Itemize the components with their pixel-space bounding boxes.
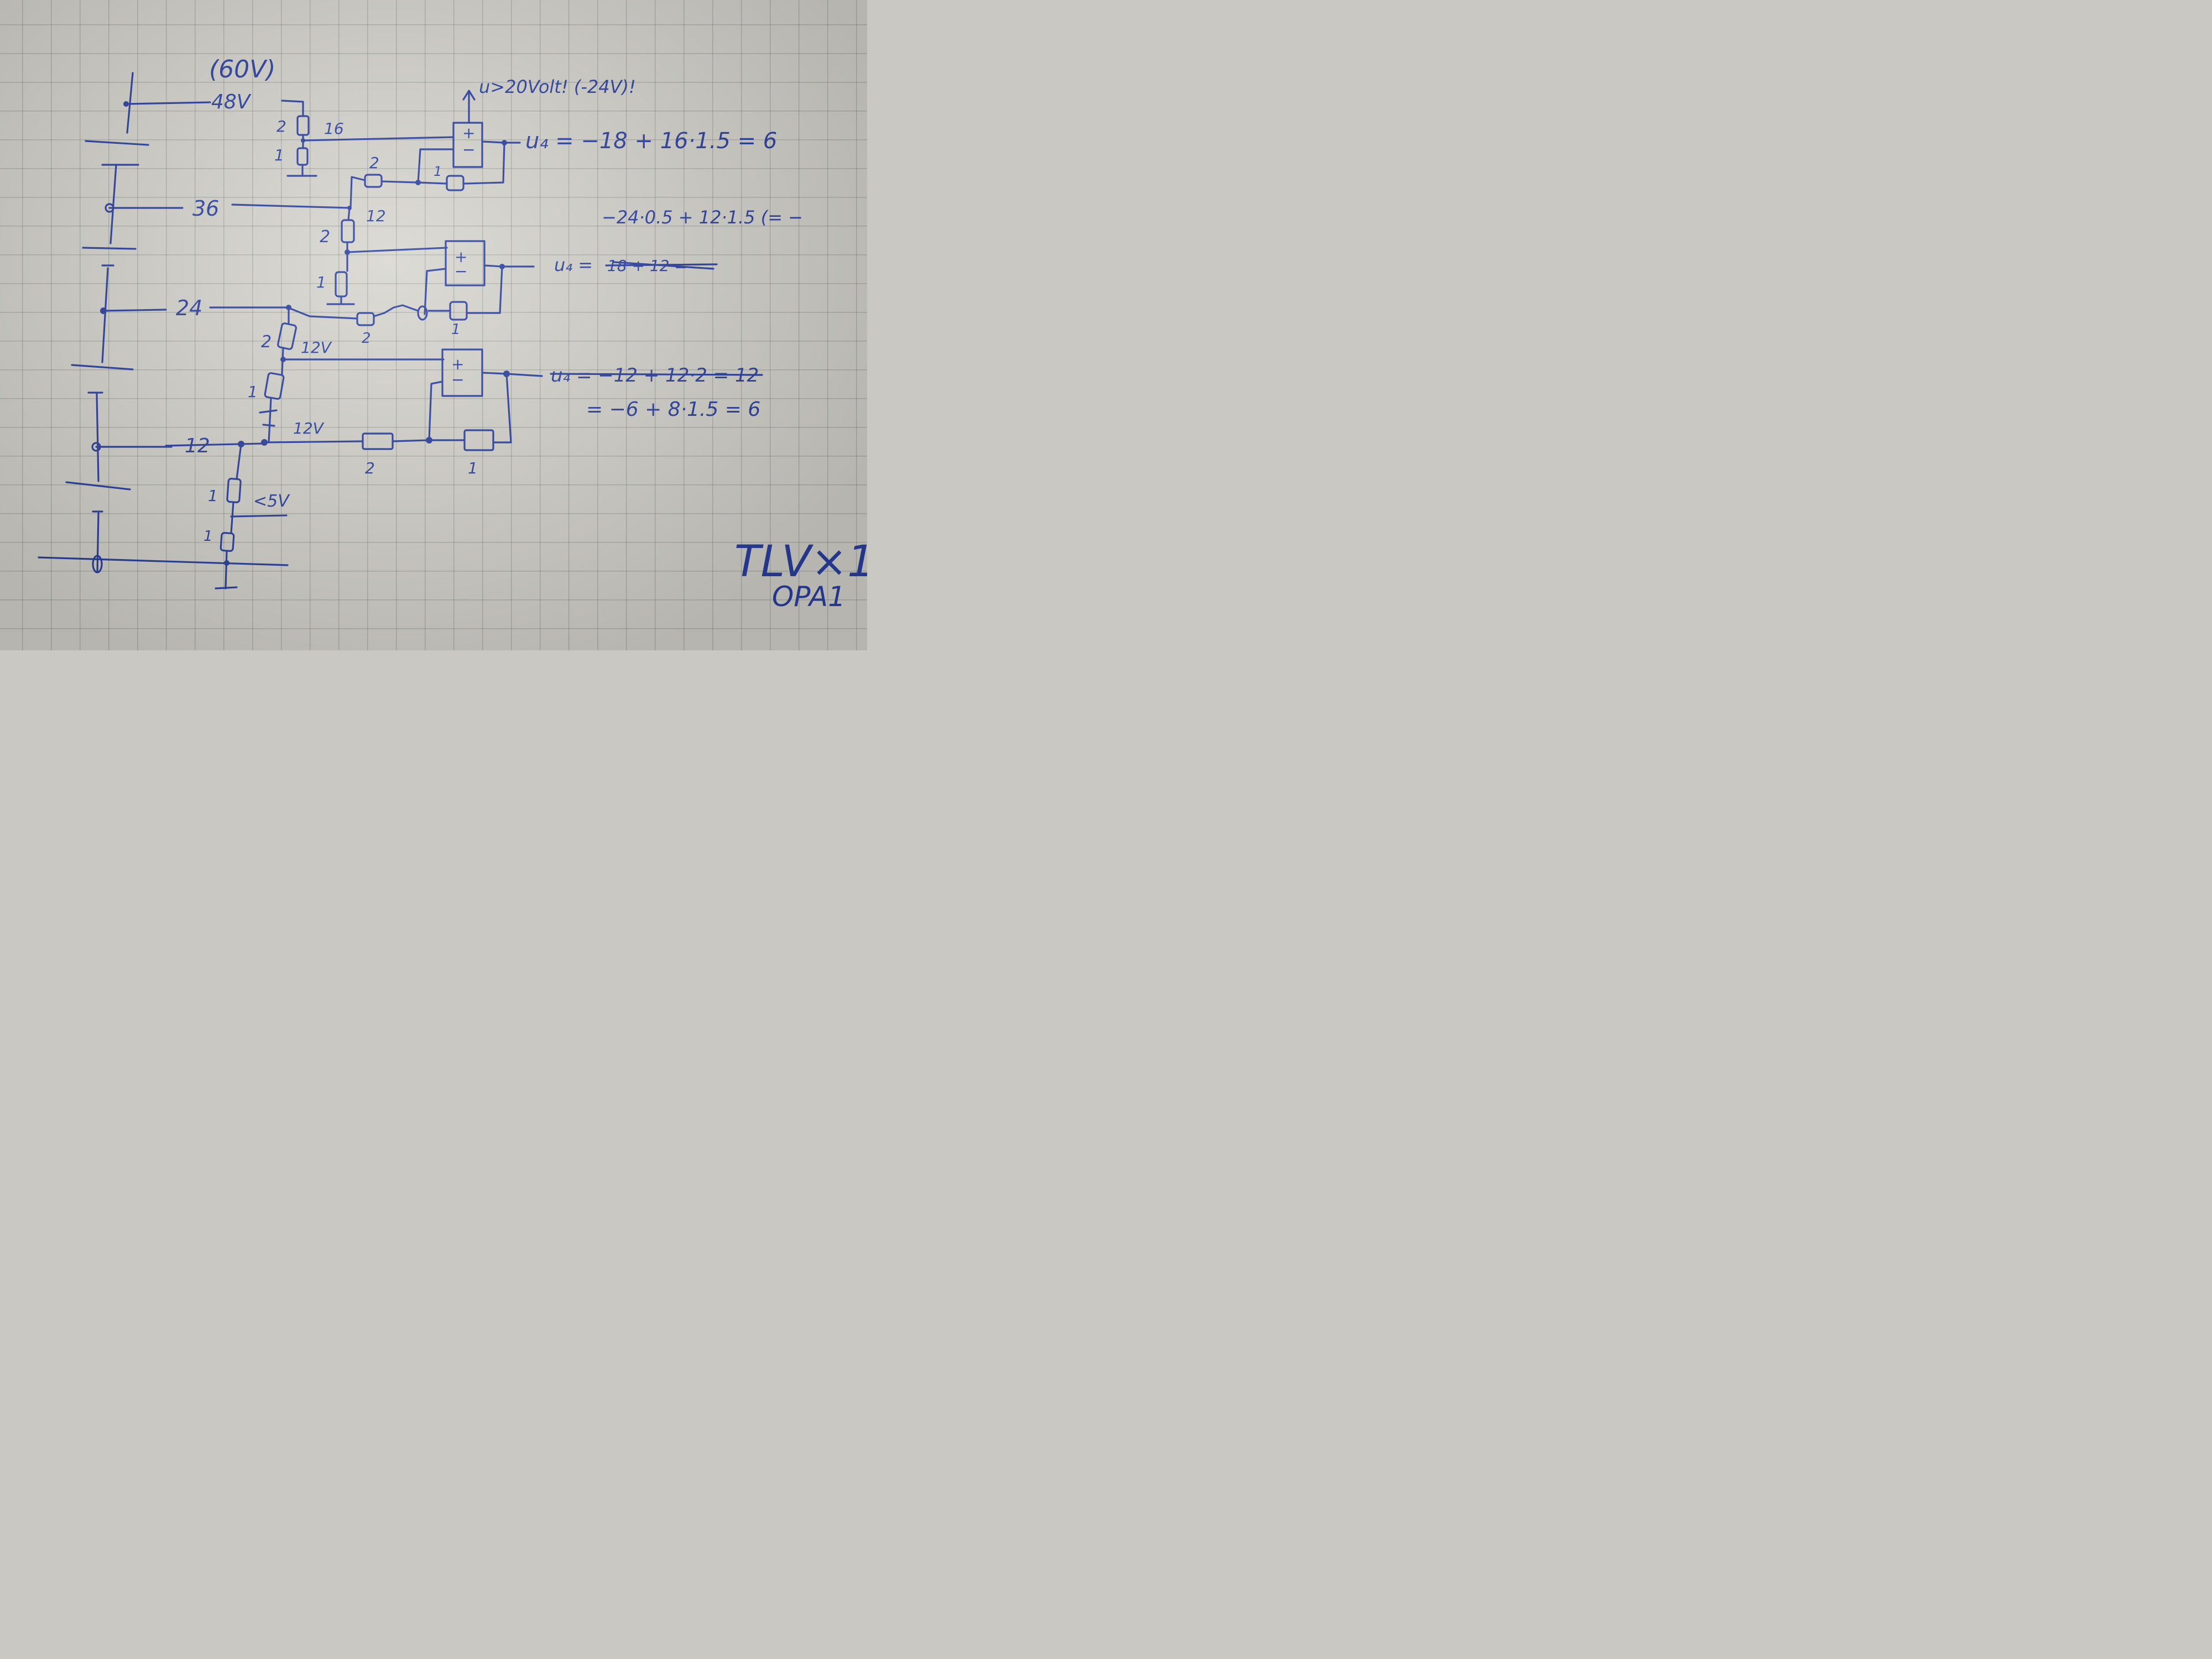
label-node-12: 12 (366, 207, 386, 225)
label-r-mid-1: 1 (316, 273, 326, 291)
resistor-fb-low-1 (463, 429, 494, 451)
label-arrow-note: u>20Volt! (-24V)! (479, 76, 636, 97)
resistor-top-1 (296, 147, 309, 166)
opamp-low-minus: − (451, 371, 464, 389)
note-part-2: OPA1 (772, 581, 846, 613)
resistor-fb-low-2 (362, 432, 394, 450)
label-r-top-1: 1 (274, 146, 284, 164)
resistor-bot-1b (220, 532, 235, 552)
resistor-top-2 (296, 115, 310, 136)
opamp-low-plus: + (451, 355, 464, 373)
label-node-12v-low: 12V (293, 419, 325, 437)
resistor-mid-1 (335, 271, 348, 298)
equation-2: −24·0.5 + 12·1.5 (= − (602, 207, 803, 228)
resistor-fb-mid-1 (449, 301, 468, 321)
resistor-bot-1a (226, 478, 242, 503)
equation-3-prefix: u₄ = (554, 254, 593, 275)
resistor-low-1 (264, 372, 285, 400)
note-part-1: TLV×1 (734, 537, 867, 587)
label-r-fb-mid-1: 1 (451, 321, 461, 338)
label-r-low-1: 1 (248, 383, 258, 401)
label-node-12v-mid: 12V (301, 338, 332, 357)
opamp-top (452, 122, 483, 168)
label-r-bot-1a: 1 (208, 487, 218, 505)
label-r-fb-low-2: 2 (365, 459, 375, 477)
label-12: 12 (185, 435, 210, 457)
battery-stack (38, 72, 289, 573)
label-r-bot-1b: 1 (204, 528, 213, 545)
label-r-top-2: 2 (276, 117, 286, 135)
resistor-fb-mid-2 (356, 312, 375, 326)
stage-top (231, 90, 521, 210)
circuit-sketch: (60V) 48V 36 24 12 2 1 16 2 1 + − 2 1 12… (38, 55, 867, 613)
opamp-mid-plus: + (455, 248, 467, 266)
label-r-fb-mid-2: 2 (362, 330, 371, 347)
label-r-fb-top-1: 1 (434, 164, 442, 179)
opamp-top-minus: − (462, 140, 475, 159)
resistor-fb-top-1 (446, 175, 465, 191)
label-r-mid-2: 2 (320, 227, 330, 247)
label-r-fb-top-2: 2 (369, 154, 379, 172)
label-36: 36 (192, 196, 219, 221)
label-60v: (60V) (209, 55, 275, 84)
label-48v: 48V (211, 91, 252, 113)
label-lt5v: <5V (253, 492, 290, 511)
label-r-low-2: 2 (261, 332, 272, 352)
stage-bottom (215, 443, 288, 589)
opamp-mid (445, 240, 486, 286)
label-node-16: 16 (324, 119, 344, 138)
stage-low (165, 306, 543, 451)
graph-paper (0, 0, 867, 650)
resistor-low-2 (277, 322, 297, 350)
label-r-fb-low-1: 1 (468, 459, 478, 477)
resistor-mid-2 (341, 219, 355, 243)
equation-5: = −6 + 8·1.5 = 6 (586, 398, 760, 421)
equation-1: u₄ = −18 + 16·1.5 = 6 (525, 128, 777, 154)
opamp-top-plus: + (462, 124, 475, 142)
label-24: 24 (176, 296, 202, 320)
stage-middle (209, 207, 535, 326)
resistor-fb-top-2 (364, 174, 383, 188)
opamp-mid-minus: − (455, 262, 467, 280)
